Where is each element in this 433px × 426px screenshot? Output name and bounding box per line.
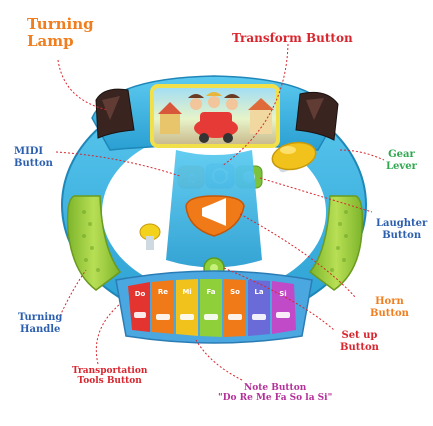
label-transform-button: Transform Button — [232, 31, 353, 45]
key-si[interactable]: Si — [279, 290, 287, 298]
key-so[interactable]: So — [230, 288, 240, 296]
turning-handle-left — [66, 195, 122, 291]
key-mi[interactable]: Mi — [182, 288, 192, 296]
key-do[interactable]: Do — [134, 290, 146, 298]
note-keys — [128, 279, 296, 337]
key-fa[interactable]: Fa — [206, 288, 216, 296]
turning-lamp-left — [95, 88, 135, 139]
turning-handle-right — [308, 195, 364, 291]
key-la[interactable]: La — [254, 288, 264, 296]
turning-lamp-right — [295, 91, 339, 141]
key-re[interactable]: Re — [157, 288, 169, 296]
label-note-button: Note Button"Do Re Me Fa So la Si" — [218, 383, 333, 404]
